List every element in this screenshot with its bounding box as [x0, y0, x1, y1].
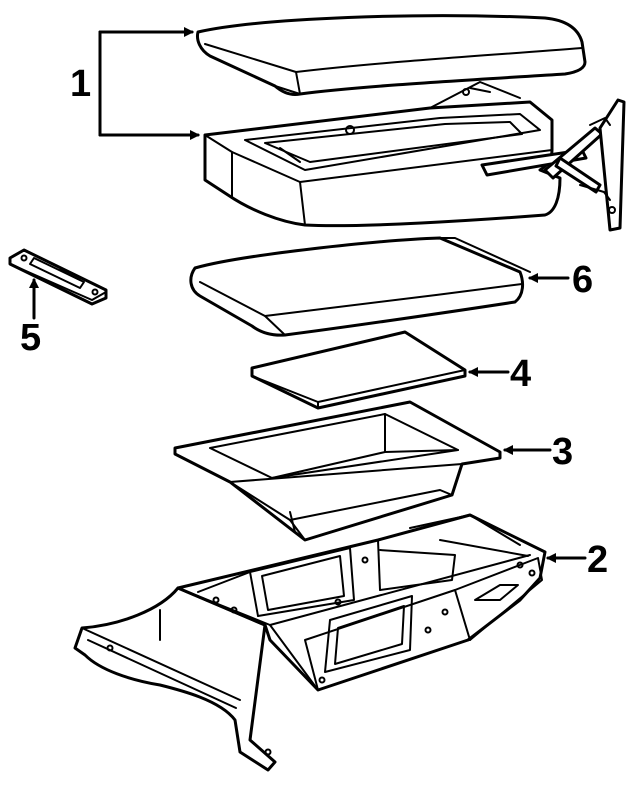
part-4-flat-pad — [250, 330, 467, 410]
callout-6-group: 6 — [528, 259, 593, 301]
part-1-lid-base — [203, 81, 626, 232]
callout-1-label: 1 — [70, 63, 91, 105]
callout-2-group: 2 — [546, 539, 608, 581]
callout-3-group: 3 — [503, 431, 573, 473]
part-2-console-base — [73, 513, 547, 772]
callout-4-label: 4 — [510, 353, 531, 395]
callout-3-label: 3 — [552, 431, 573, 473]
part-1-lid-cushion — [196, 14, 587, 96]
callout-1-group: 1 — [70, 27, 200, 140]
callout-6-label: 6 — [572, 259, 593, 301]
part-3-storage-tray — [173, 400, 502, 542]
part-5-bracket — [8, 248, 108, 306]
callout-5-group: 5 — [20, 278, 41, 359]
callout-5-label: 5 — [20, 317, 41, 359]
part-6-inner-pad — [189, 236, 531, 337]
callout-2-label: 2 — [587, 539, 608, 581]
callout-4-group: 4 — [468, 353, 531, 395]
